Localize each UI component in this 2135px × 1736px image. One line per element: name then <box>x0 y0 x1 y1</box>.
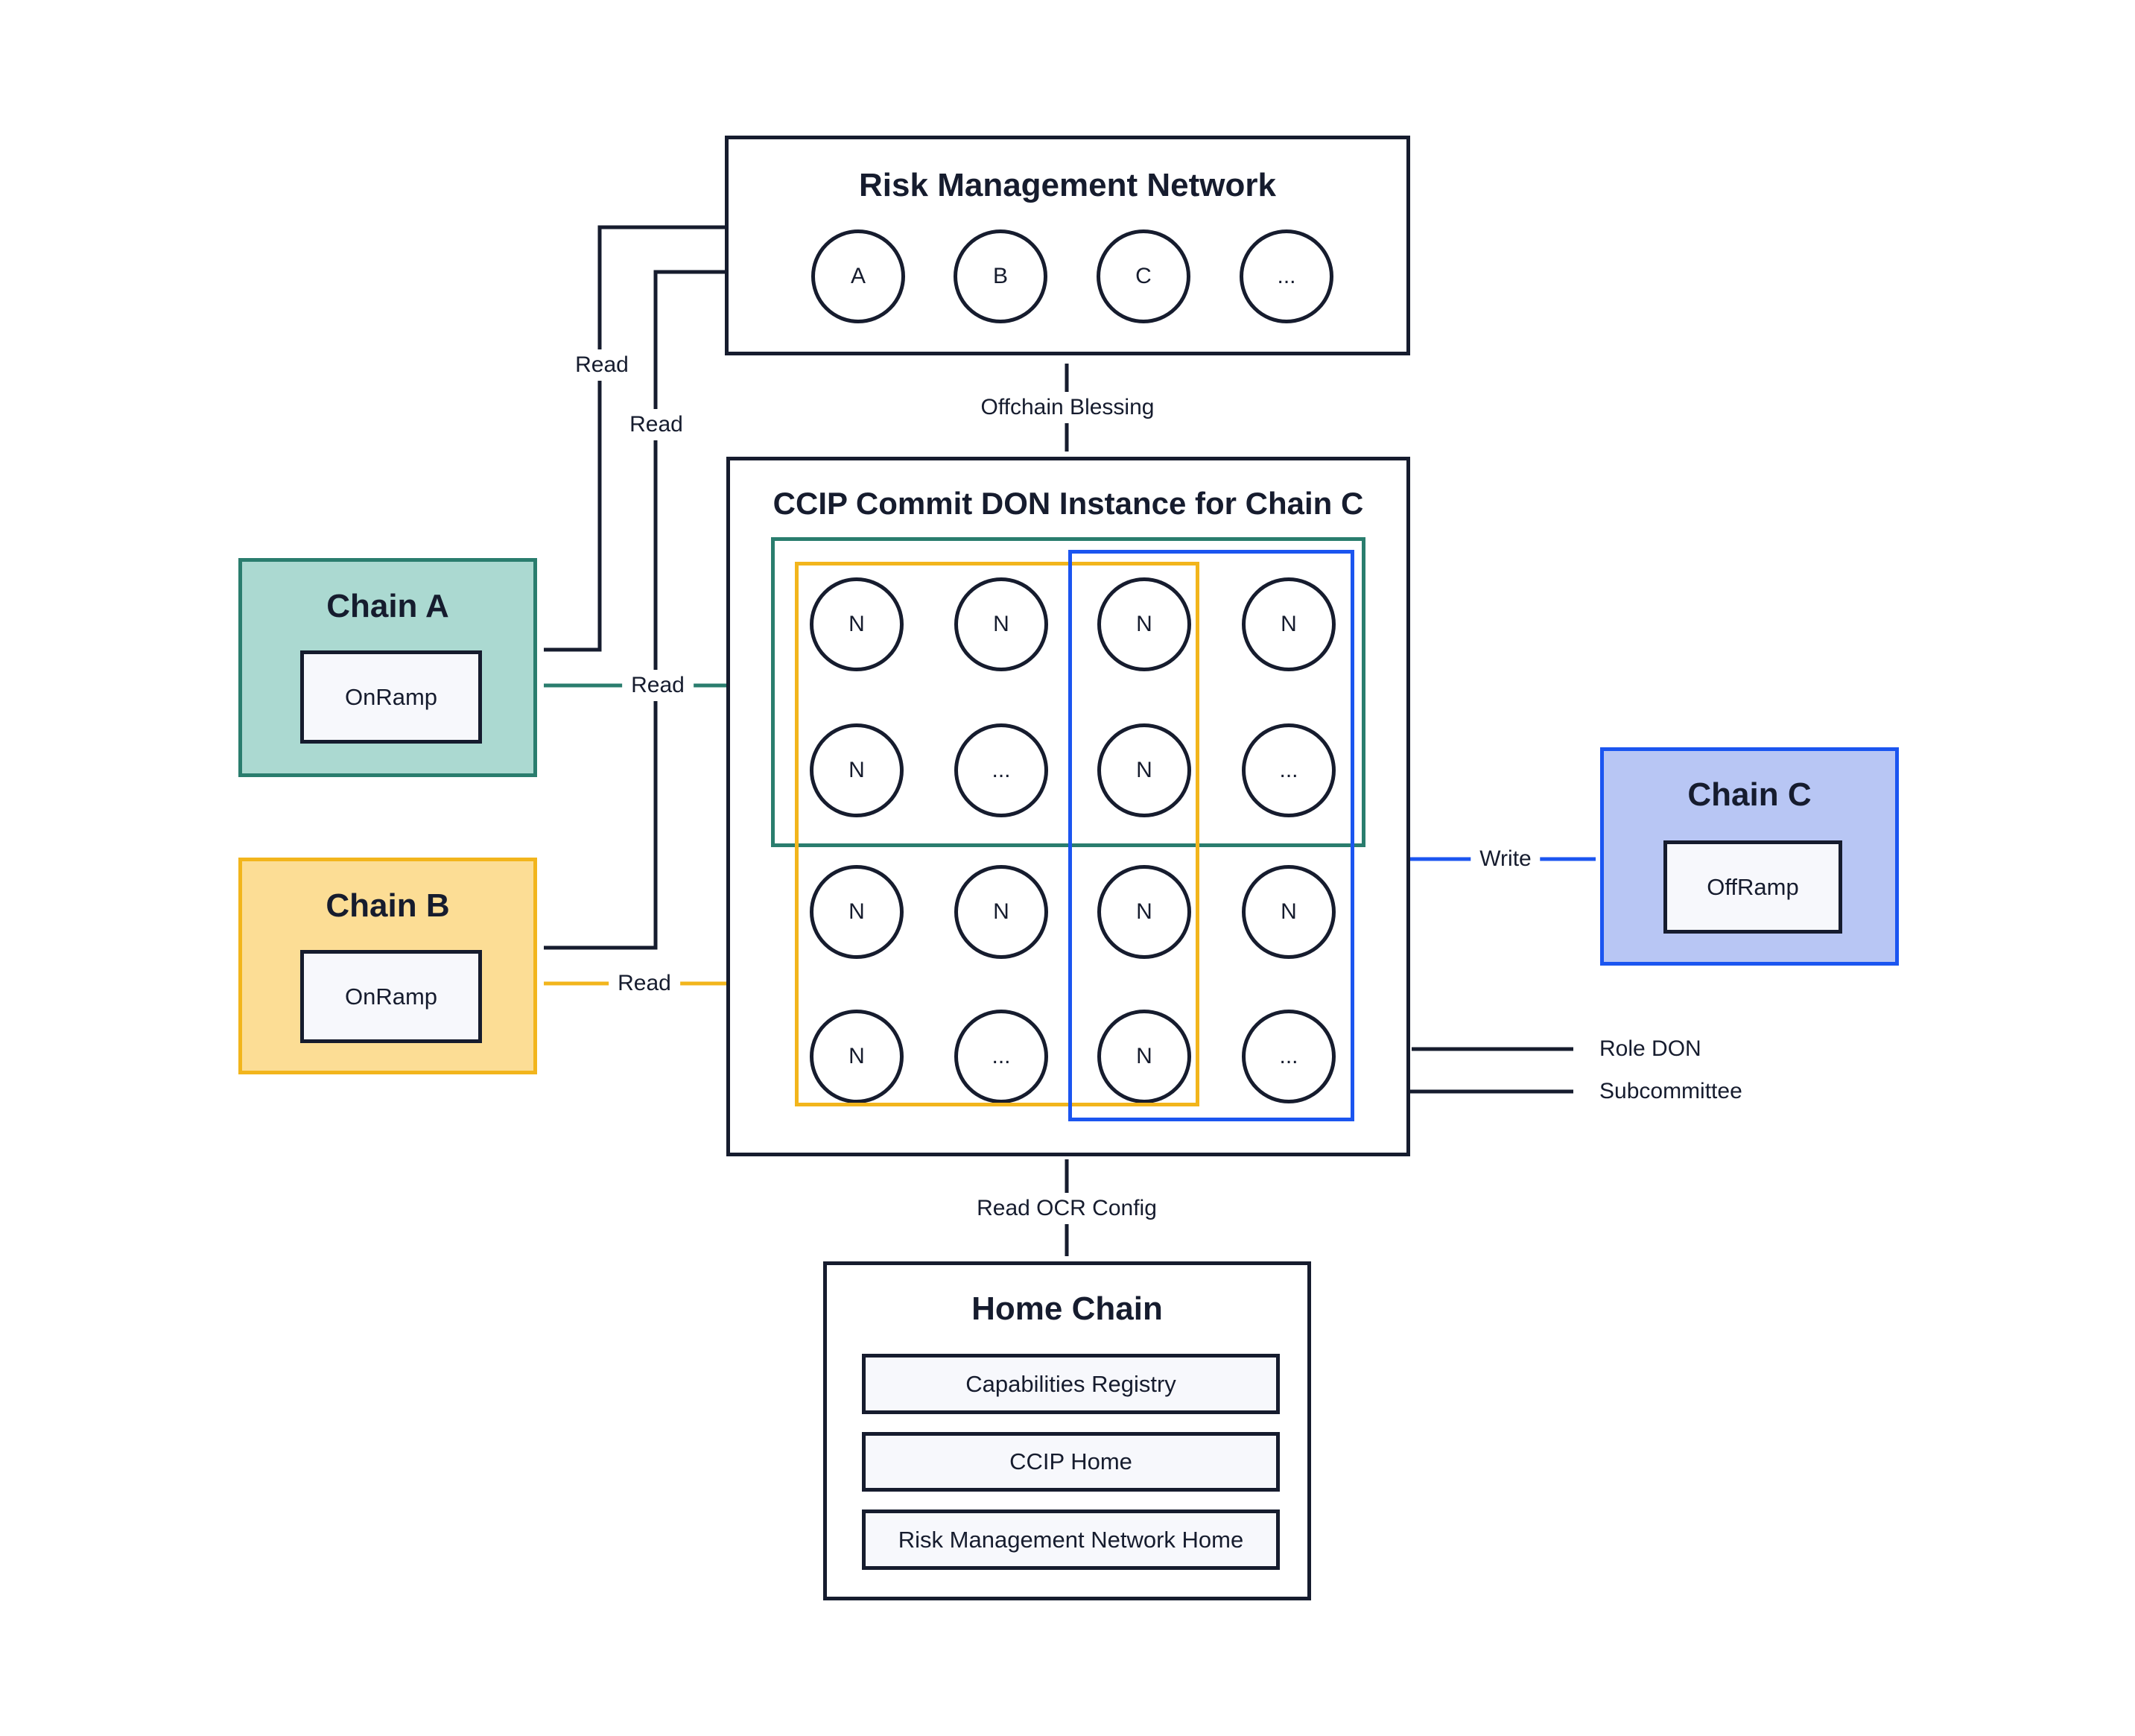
ccip-commit-don-title: CCIP Commit DON Instance for Chain C <box>773 486 1364 521</box>
don-node: N <box>810 865 904 959</box>
write-label: Write <box>1471 843 1541 875</box>
don-node: N <box>1097 577 1191 671</box>
don-node: N <box>1242 865 1336 959</box>
chain-b-title: Chain B <box>326 887 450 924</box>
rmn-node-b: B <box>954 229 1047 323</box>
risk-management-network-title: Risk Management Network <box>859 167 1276 203</box>
subcommittee-label: Subcommittee <box>1599 1079 1742 1103</box>
don-node: N <box>1097 865 1191 959</box>
chain-a-box: Chain A OnRamp <box>238 558 537 777</box>
node-group-outline-blue <box>1068 550 1354 1121</box>
risk-management-network-box: Risk Management Network A B C ... <box>725 136 1410 355</box>
risk-management-network-home-box: Risk Management Network Home <box>862 1510 1280 1570</box>
don-node: N <box>1097 723 1191 817</box>
chain-a-title: Chain A <box>326 588 449 624</box>
node-group-outline-yellow <box>795 562 1199 1106</box>
read-label-don-to-chain-b: Read <box>609 968 680 999</box>
capabilities-registry-box: Capabilities Registry <box>862 1354 1280 1414</box>
don-node-more: ... <box>954 723 1048 817</box>
rmn-node-c: C <box>1097 229 1190 323</box>
don-node: N <box>1097 1010 1191 1103</box>
chain-a-onramp-box: OnRamp <box>300 650 482 744</box>
role-don-label: Role DON <box>1599 1036 1701 1061</box>
chain-c-box: Chain C OffRamp <box>1600 747 1899 966</box>
rmn-node-a: A <box>811 229 905 323</box>
don-node: N <box>1242 577 1336 671</box>
don-node: N <box>954 865 1048 959</box>
rmn-node-more: ... <box>1240 229 1333 323</box>
home-chain-box: Home Chain Capabilities Registry CCIP Ho… <box>823 1261 1311 1600</box>
chain-b-onramp-box: OnRamp <box>300 950 482 1043</box>
read-ocr-config-label: Read OCR Config <box>968 1193 1166 1224</box>
home-chain-title: Home Chain <box>971 1290 1163 1327</box>
ccip-home-box: CCIP Home <box>862 1432 1280 1492</box>
don-node-more: ... <box>954 1010 1048 1103</box>
don-node: N <box>810 723 904 817</box>
don-node: N <box>810 577 904 671</box>
offchain-blessing-label: Offchain Blessing <box>971 392 1164 423</box>
read-label-don-to-chain-a: Read <box>622 670 694 701</box>
chain-b-box: Chain B OnRamp <box>238 858 537 1074</box>
don-node-more: ... <box>1242 723 1336 817</box>
read-label-rmn-to-chain-a: Read <box>566 349 638 381</box>
chain-c-title: Chain C <box>1687 776 1812 813</box>
don-node: N <box>954 577 1048 671</box>
read-label-rmn-to-chain-b: Read <box>621 409 692 440</box>
don-node-more: ... <box>1242 1010 1336 1103</box>
chain-c-offramp-box: OffRamp <box>1663 840 1842 934</box>
don-node: N <box>810 1010 904 1103</box>
